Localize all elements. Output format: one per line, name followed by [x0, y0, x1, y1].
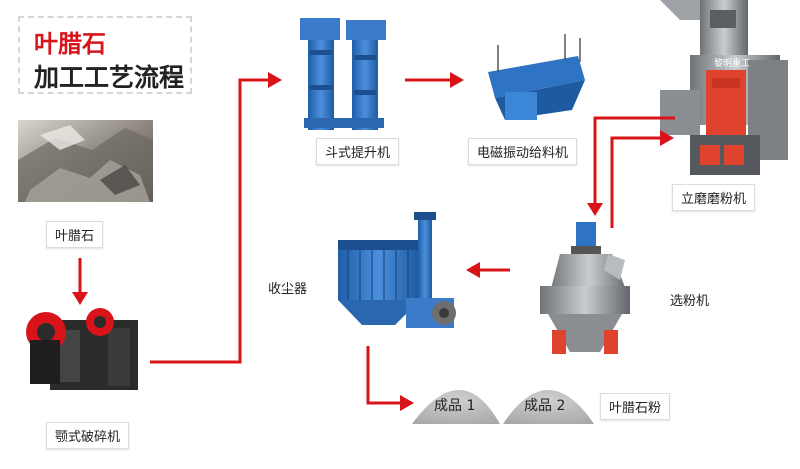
mill-brand: 黎明重工 [714, 57, 750, 69]
arrow-crusher-to-elevator [150, 78, 270, 364]
label-bucket-elevator: 斗式提升机 [316, 138, 400, 165]
product-2-pile [503, 390, 594, 424]
label-raw-stone: 叶腊石 [46, 221, 104, 248]
vibrating-feeder-image [488, 34, 585, 120]
classifier-image [540, 222, 630, 354]
label-vertical-mill: 立磨磨粉机 [672, 184, 756, 211]
label-powder: 叶腊石粉 [600, 393, 671, 420]
vertical-mill-image: 黎明重工 [660, 0, 788, 175]
dust-collector-image [338, 212, 456, 328]
title-line-1: 叶腊石 [34, 30, 106, 58]
label-dust-collector: 收尘器 [268, 282, 308, 297]
arrow-collector-to-product [366, 346, 402, 405]
label-classifier: 选粉机 [670, 294, 710, 309]
title-line-2: 加工工艺流程 [34, 63, 185, 92]
rock-image [18, 120, 153, 202]
product-1-label: 成品 1 [434, 398, 475, 414]
title-box: 叶腊石 加工工艺流程 [18, 16, 192, 94]
flow-arrows [78, 78, 675, 405]
product-1-pile [412, 390, 500, 424]
jaw-crusher-image [26, 308, 138, 390]
product-piles: 成品 1 成品 2 [412, 390, 594, 424]
label-vibrating-feeder: 电磁振动给料机 [468, 138, 578, 165]
arrow-mill-to-classifier [593, 116, 675, 205]
product-2-label: 成品 2 [524, 398, 565, 414]
bucket-elevator-image [300, 18, 386, 130]
label-jaw-crusher: 颚式破碎机 [46, 422, 130, 449]
arrow-classifier-to-mill [610, 136, 662, 228]
arrow-heads [72, 72, 674, 411]
